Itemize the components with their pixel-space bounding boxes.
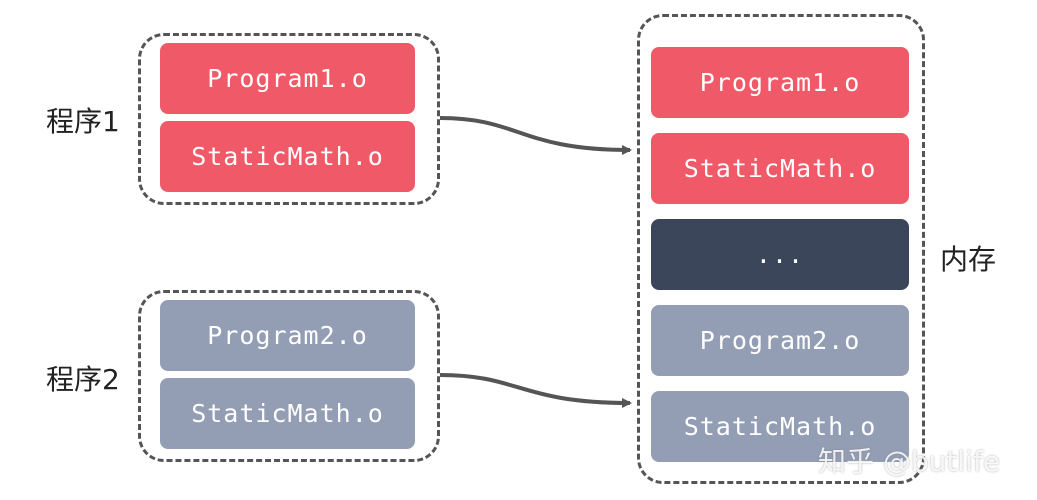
memory-label: 内存: [940, 243, 997, 276]
program1-staticmath-block: StaticMath.o: [160, 121, 415, 192]
arrow-program2-to-memory: [439, 373, 632, 408]
memory-ellipsis-block: ...: [651, 219, 909, 290]
program1-group: [138, 33, 440, 205]
watermark-text: 知乎 @butlife: [818, 445, 1001, 478]
memory-staticmath-block-2: StaticMath.o: [651, 391, 909, 462]
memory-staticmath-block-1: StaticMath.o: [651, 133, 909, 204]
program1-object-block: Program1.o: [160, 43, 415, 114]
program2-group: [138, 290, 440, 462]
program1-label: 程序1: [46, 105, 120, 138]
memory-group: [637, 14, 925, 484]
program2-staticmath-block: StaticMath.o: [160, 378, 415, 449]
memory-program2-block: Program2.o: [651, 305, 909, 376]
program2-object-block: Program2.o: [160, 300, 415, 371]
memory-program1-block: Program1.o: [651, 47, 909, 118]
program2-label: 程序2: [46, 363, 120, 396]
arrow-program1-to-memory: [439, 116, 632, 155]
